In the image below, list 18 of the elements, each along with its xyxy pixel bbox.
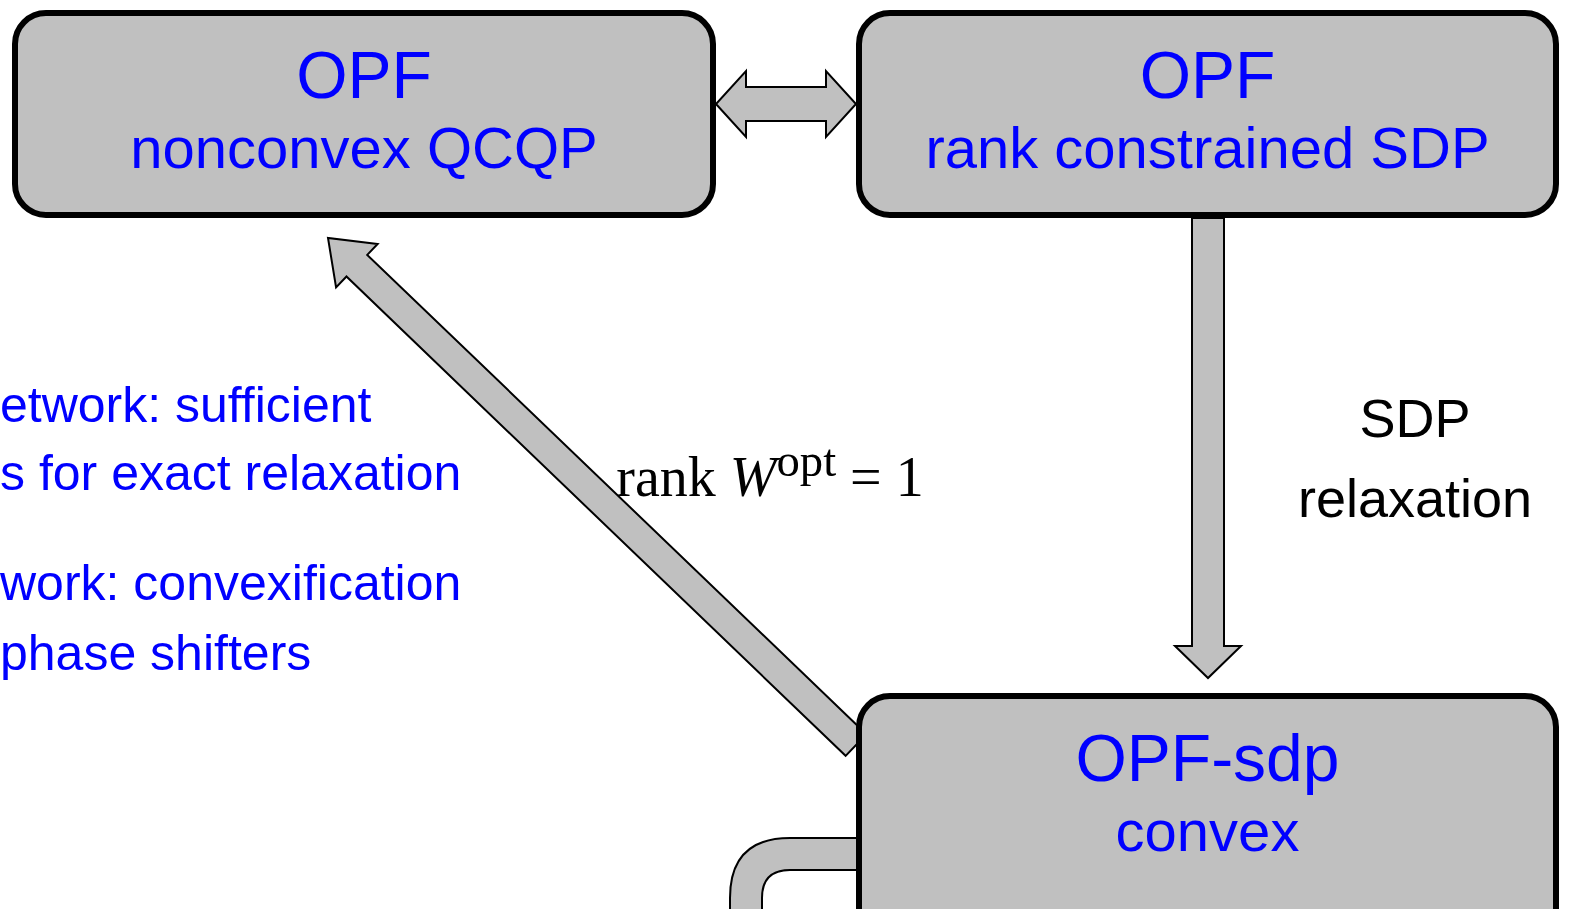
box-title: OPF bbox=[296, 38, 432, 112]
note-text: s for exact relaxation bbox=[0, 444, 462, 503]
edge-label: rank W$^{opt}$ = 1 bbox=[615, 433, 925, 510]
box-subtitle: rank constrained SDP bbox=[925, 114, 1490, 182]
process-box bbox=[856, 10, 1559, 218]
note-text: etwork: sufficient bbox=[0, 376, 372, 435]
box-title: OPF-sdp bbox=[1075, 721, 1340, 795]
arrow bbox=[729, 837, 859, 909]
process-box bbox=[12, 10, 716, 218]
arrow bbox=[714, 68, 858, 140]
edge-label: SDP relaxation bbox=[1296, 387, 1534, 530]
arrow bbox=[1172, 217, 1244, 680]
note-text: work: convexification bbox=[0, 554, 462, 613]
note-text: phase shifters bbox=[0, 624, 312, 683]
box-title: OPF bbox=[1139, 38, 1276, 112]
box-subtitle: nonconvex QCQP bbox=[130, 114, 598, 182]
box-subtitle: convex bbox=[1115, 797, 1300, 865]
process-box bbox=[856, 693, 1559, 909]
